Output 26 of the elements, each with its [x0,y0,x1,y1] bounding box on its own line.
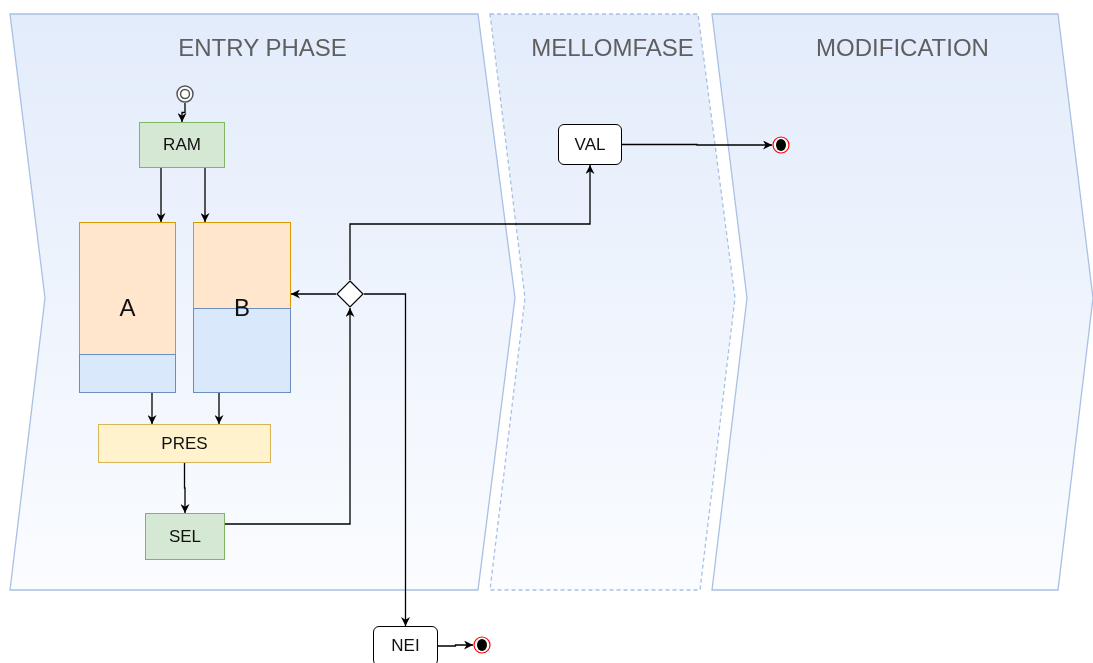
phase-title: MELLOMFASE [530,34,695,62]
process-box: SEL [145,513,225,560]
arrow [224,307,355,525]
process-box: NEI [373,626,438,663]
arrow [363,293,410,627]
process-box: PRES [98,424,271,463]
phase-chevron [490,14,735,590]
process-box: RAM [139,122,225,168]
arrow [290,289,337,299]
arrow [200,167,210,223]
phase-title: ENTRY PHASE [177,34,348,62]
arrow [177,102,187,123]
arrow [214,392,224,425]
arrow [156,167,166,223]
arrow [147,392,157,425]
arrow [621,140,773,150]
arrow [349,164,595,281]
arrow [180,462,190,514]
phase-chevron [712,14,1093,590]
start-circle [176,85,194,103]
end-circle [473,636,491,654]
phase-title: MODIFICATION [815,34,990,62]
end-circle [772,136,790,154]
process-box: VAL [558,124,622,165]
arrow [437,640,474,650]
decision-diamond [336,280,364,308]
